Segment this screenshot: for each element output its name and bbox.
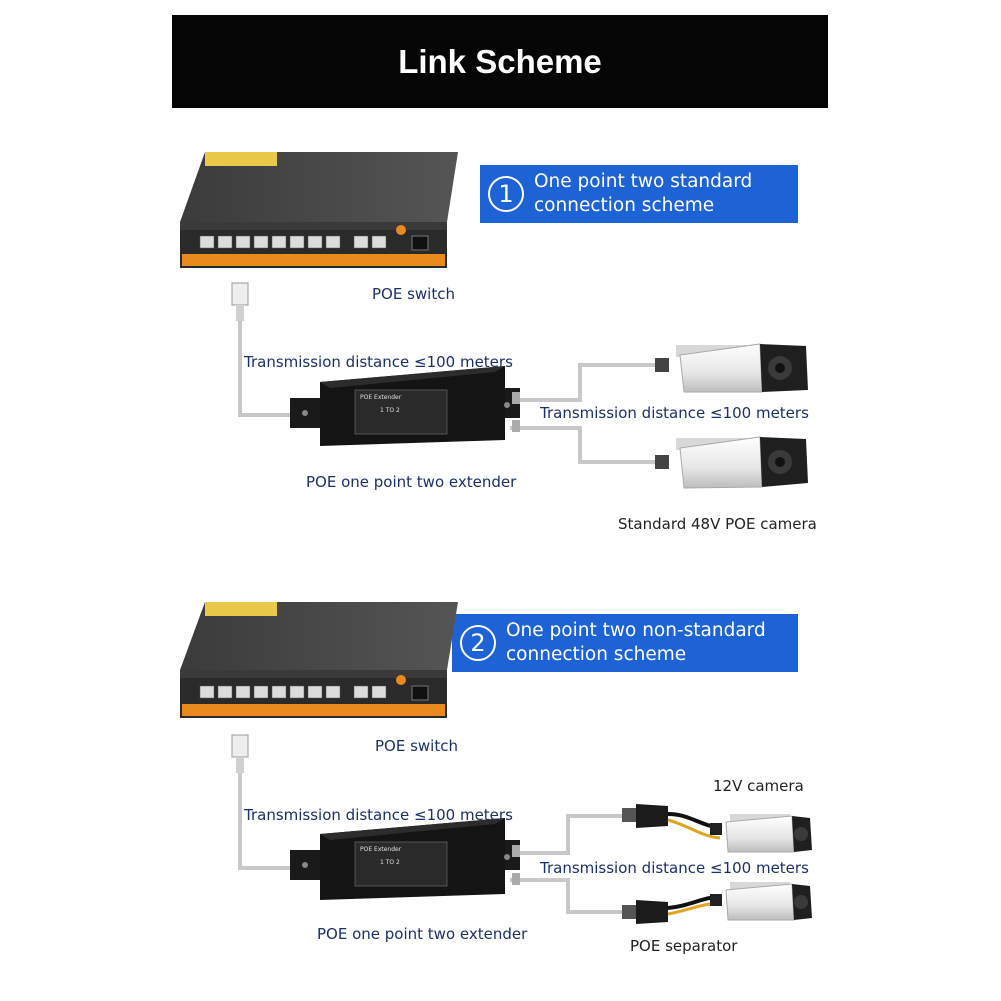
scheme2-camera-label: 12V camera [713, 777, 804, 795]
scheme1-camera-label: Standard 48V POE camera [618, 515, 817, 533]
scheme2-heading-text: One point two non-standard connection sc… [506, 619, 766, 667]
scheme2-distance-label-2: Transmission distance ≤100 meters [540, 859, 809, 877]
poe-separator-a [622, 804, 723, 840]
scheme1-number: 1 [488, 176, 524, 212]
poe-switch-2 [180, 602, 458, 718]
extender-1-ratio: 1 TO 2 [380, 407, 400, 414]
scheme1-extender-label: POE one point two extender [306, 473, 517, 491]
poe-extender-1 [290, 366, 520, 446]
poe-camera-1a [655, 343, 808, 393]
scheme1-distance-label-2: Transmission distance ≤100 meters [540, 404, 809, 422]
scheme1-heading-text: One point two standard connection scheme [534, 170, 752, 218]
extender-2-ratio: 1 TO 2 [380, 859, 400, 866]
extender-2-name: POE Extender [360, 846, 402, 853]
scheme2-heading: 2 One point two non-standard connection … [452, 614, 798, 672]
scheme2-heading-line2: connection scheme [506, 644, 687, 665]
camera-12v-b [725, 882, 812, 921]
rj45-connector-2 [231, 734, 249, 773]
extender-1-name: POE Extender [360, 394, 402, 401]
scheme2-separator-label: POE separator [630, 937, 738, 955]
scheme2-distance-label-1: Transmission distance ≤100 meters [244, 806, 513, 824]
scheme2-heading-line1: One point two non-standard [506, 620, 766, 641]
scheme1-distance-label-1: Transmission distance ≤100 meters [244, 353, 513, 371]
cables-scheme-2 [238, 748, 625, 914]
scheme2-number: 2 [460, 625, 496, 661]
poe-switch-1 [180, 152, 458, 268]
scheme1-heading-line2: connection scheme [534, 195, 715, 216]
cables-scheme-1 [238, 295, 662, 464]
rj45-connector-1 [231, 282, 249, 321]
poe-camera-1b [655, 436, 808, 489]
poe-separator-b [622, 894, 723, 924]
camera-12v-a [725, 814, 812, 853]
page-title: Link Scheme [398, 42, 602, 80]
scheme2-switch-label: POE switch [375, 737, 458, 755]
poe-extender-2 [290, 818, 520, 900]
scheme1-heading-line1: One point two standard [534, 171, 753, 192]
title-banner: Link Scheme [172, 15, 828, 108]
scheme1-heading: 1 One point two standard connection sche… [480, 165, 798, 223]
scheme1-switch-label: POE switch [372, 285, 455, 303]
scheme2-extender-label: POE one point two extender [317, 925, 528, 943]
